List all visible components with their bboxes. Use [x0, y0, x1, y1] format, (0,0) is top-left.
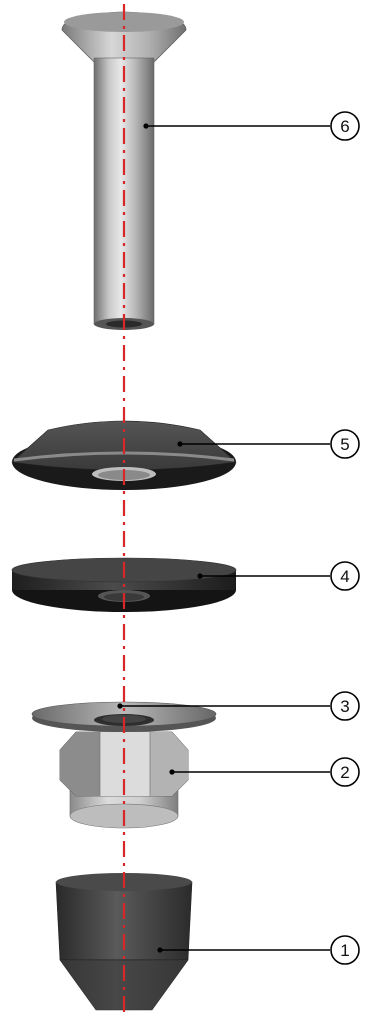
callout-number-5: 5 — [340, 435, 349, 454]
callout-4: 4 — [197, 561, 360, 591]
callout-number-1: 1 — [340, 941, 349, 960]
callout-number-2: 2 — [340, 763, 349, 782]
callout-3: 3 — [117, 691, 360, 721]
callout-number-3: 3 — [340, 697, 349, 716]
callout-5: 5 — [177, 429, 360, 459]
callout-number-6: 6 — [340, 117, 349, 136]
callout-2: 2 — [169, 757, 360, 787]
callout-number-4: 4 — [340, 567, 349, 586]
callout-1: 1 — [157, 935, 360, 965]
callout-6: 6 — [143, 111, 360, 141]
conical-cap-part — [55, 873, 193, 1011]
